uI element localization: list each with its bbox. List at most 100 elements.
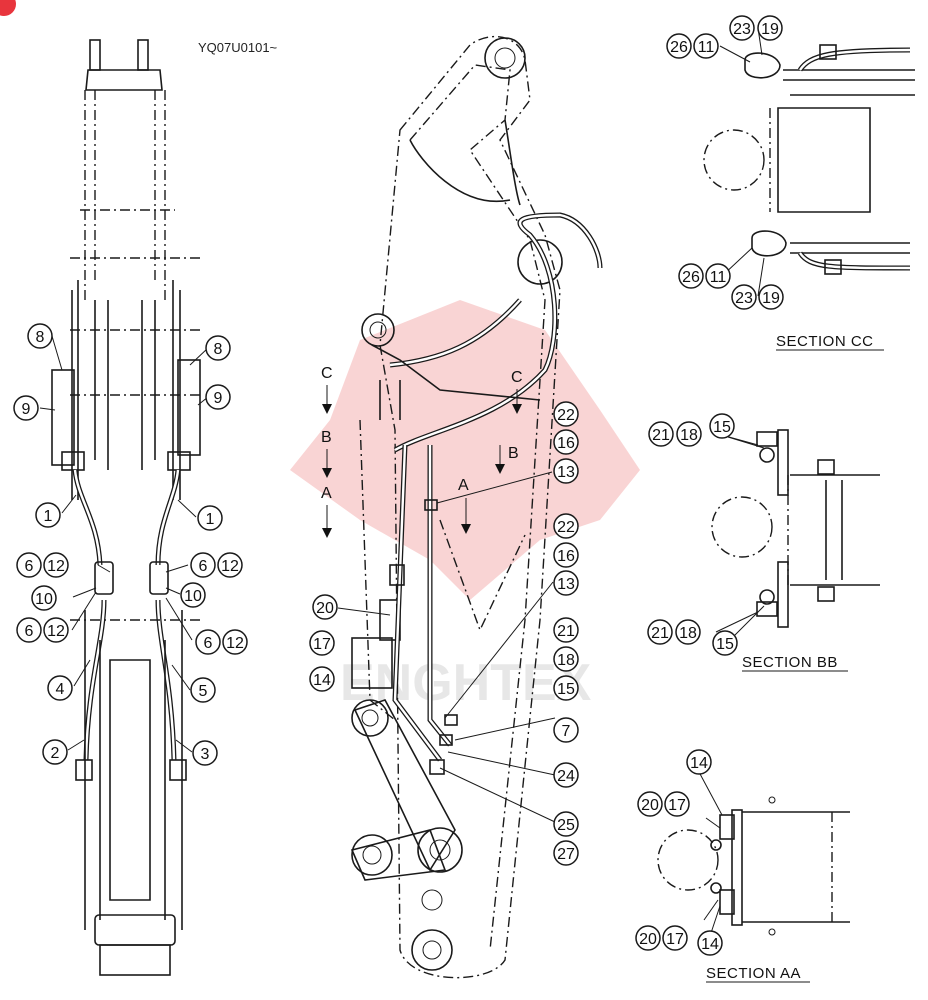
marker-b-left: B bbox=[321, 429, 332, 478]
marker-a-right: A bbox=[458, 477, 471, 534]
callout-15: 15 bbox=[553, 675, 579, 701]
svg-text:13: 13 bbox=[557, 464, 575, 481]
svg-text:15: 15 bbox=[716, 636, 734, 653]
callout-20-aa-bottom: 20 bbox=[635, 925, 661, 951]
callout-21-bb-top: 21 bbox=[648, 421, 674, 447]
section-cc-leaders bbox=[719, 27, 765, 297]
callout-11-cc-bottom: 11 bbox=[705, 263, 731, 289]
callout-17-aa-bottom: 17 bbox=[662, 925, 688, 951]
boom-view-callouts: 20 17 14 22 16 13 22 16 13 21 18 15 7 24… bbox=[309, 401, 579, 866]
svg-text:9: 9 bbox=[214, 390, 223, 407]
callout-10-right: 10 bbox=[180, 582, 206, 608]
svg-text:SECTION AA: SECTION AA bbox=[706, 965, 801, 982]
callout-27: 27 bbox=[553, 840, 579, 866]
section-aa-callouts: 14 20 17 20 17 14 bbox=[635, 749, 723, 956]
callout-17: 17 bbox=[309, 630, 335, 656]
svg-text:14: 14 bbox=[313, 672, 331, 689]
callout-15-bb-top: 15 bbox=[709, 413, 735, 439]
callout-12-left-upper: 12 bbox=[43, 552, 69, 578]
callout-22-upper: 22 bbox=[553, 401, 579, 427]
svg-text:24: 24 bbox=[557, 768, 575, 785]
svg-text:18: 18 bbox=[679, 625, 697, 642]
callout-8-left: 8 bbox=[27, 323, 53, 349]
section-cc-label: SECTION CC bbox=[776, 333, 884, 351]
section-bb-drawing bbox=[711, 429, 880, 628]
svg-text:6: 6 bbox=[199, 558, 208, 575]
svg-text:17: 17 bbox=[666, 931, 684, 948]
marker-a-left: A bbox=[321, 485, 332, 538]
callout-15-bb-bottom: 15 bbox=[712, 630, 738, 656]
svg-text:15: 15 bbox=[713, 419, 731, 436]
callout-20-aa-top: 20 bbox=[637, 791, 663, 817]
svg-text:A: A bbox=[321, 485, 332, 502]
svg-text:26: 26 bbox=[682, 269, 700, 286]
svg-text:18: 18 bbox=[680, 427, 698, 444]
callout-18-bb-bottom: 18 bbox=[675, 619, 701, 645]
svg-text:16: 16 bbox=[557, 548, 575, 565]
svg-text:17: 17 bbox=[313, 636, 331, 653]
marker-c-right: C bbox=[511, 369, 523, 414]
svg-text:12: 12 bbox=[226, 635, 244, 652]
svg-text:14: 14 bbox=[690, 755, 708, 772]
callout-12-right-lower: 12 bbox=[222, 629, 248, 655]
callout-5: 5 bbox=[190, 677, 216, 703]
svg-text:1: 1 bbox=[206, 511, 215, 528]
callout-21: 21 bbox=[553, 617, 579, 643]
svg-text:12: 12 bbox=[47, 558, 65, 575]
svg-text:23: 23 bbox=[735, 290, 753, 307]
callout-9-left: 9 bbox=[13, 395, 39, 421]
callout-6-right-lower: 6 bbox=[195, 629, 221, 655]
callout-19-cc-bottom: 19 bbox=[758, 284, 784, 310]
callout-7: 7 bbox=[553, 717, 579, 743]
svg-text:6: 6 bbox=[204, 635, 213, 652]
callout-23-cc-bottom: 23 bbox=[731, 284, 757, 310]
svg-text:15: 15 bbox=[557, 681, 575, 698]
callout-14-aa-top: 14 bbox=[686, 749, 712, 775]
section-bb-callouts: 21 18 15 21 18 15 bbox=[647, 413, 738, 656]
left-view-callouts: 8 9 1 6 12 10 6 12 4 2 8 9 1 6 12 10 6 1… bbox=[13, 323, 248, 766]
svg-text:26: 26 bbox=[670, 39, 688, 56]
callout-12-left-lower: 12 bbox=[43, 617, 69, 643]
svg-text:10: 10 bbox=[35, 591, 53, 608]
svg-text:20: 20 bbox=[316, 600, 334, 617]
callout-20: 20 bbox=[312, 594, 338, 620]
callout-14: 14 bbox=[309, 666, 335, 692]
boom-side-view bbox=[350, 35, 603, 979]
callout-25: 25 bbox=[553, 811, 579, 837]
svg-text:A: A bbox=[458, 477, 469, 494]
svg-text:25: 25 bbox=[557, 817, 575, 834]
marker-c-left: C bbox=[321, 365, 333, 414]
svg-text:21: 21 bbox=[557, 623, 575, 640]
svg-text:13: 13 bbox=[557, 576, 575, 593]
section-bb-label: SECTION BB bbox=[742, 654, 848, 672]
svg-text:6: 6 bbox=[25, 558, 34, 575]
section-markers: C B A C B A bbox=[321, 365, 523, 538]
callout-1-right: 1 bbox=[197, 505, 223, 531]
svg-text:12: 12 bbox=[47, 623, 65, 640]
callout-17-aa-top: 17 bbox=[664, 791, 690, 817]
arm-top-view bbox=[51, 39, 201, 976]
callout-8-right: 8 bbox=[205, 335, 231, 361]
svg-text:5: 5 bbox=[199, 683, 208, 700]
watermark-logo: ENGHTEX bbox=[290, 300, 640, 712]
svg-text:6: 6 bbox=[25, 623, 34, 640]
section-cc-drawing bbox=[703, 44, 915, 275]
svg-text:22: 22 bbox=[557, 407, 575, 424]
svg-text:B: B bbox=[508, 445, 519, 462]
svg-text:16: 16 bbox=[557, 435, 575, 452]
section-aa-label: SECTION AA bbox=[706, 965, 810, 983]
callout-23-cc-top: 23 bbox=[729, 15, 755, 41]
callout-26-cc-bottom: 26 bbox=[678, 263, 704, 289]
svg-text:1: 1 bbox=[44, 508, 53, 525]
callout-24: 24 bbox=[553, 762, 579, 788]
callout-18-bb-top: 18 bbox=[676, 421, 702, 447]
svg-text:23: 23 bbox=[733, 21, 751, 38]
model-code: YQ07U0101~ bbox=[198, 40, 278, 55]
svg-text:C: C bbox=[511, 369, 523, 386]
callout-2: 2 bbox=[42, 739, 68, 765]
svg-text:27: 27 bbox=[557, 846, 575, 863]
svg-text:4: 4 bbox=[56, 681, 65, 698]
watermark-text: ENGHTEX bbox=[340, 654, 592, 712]
